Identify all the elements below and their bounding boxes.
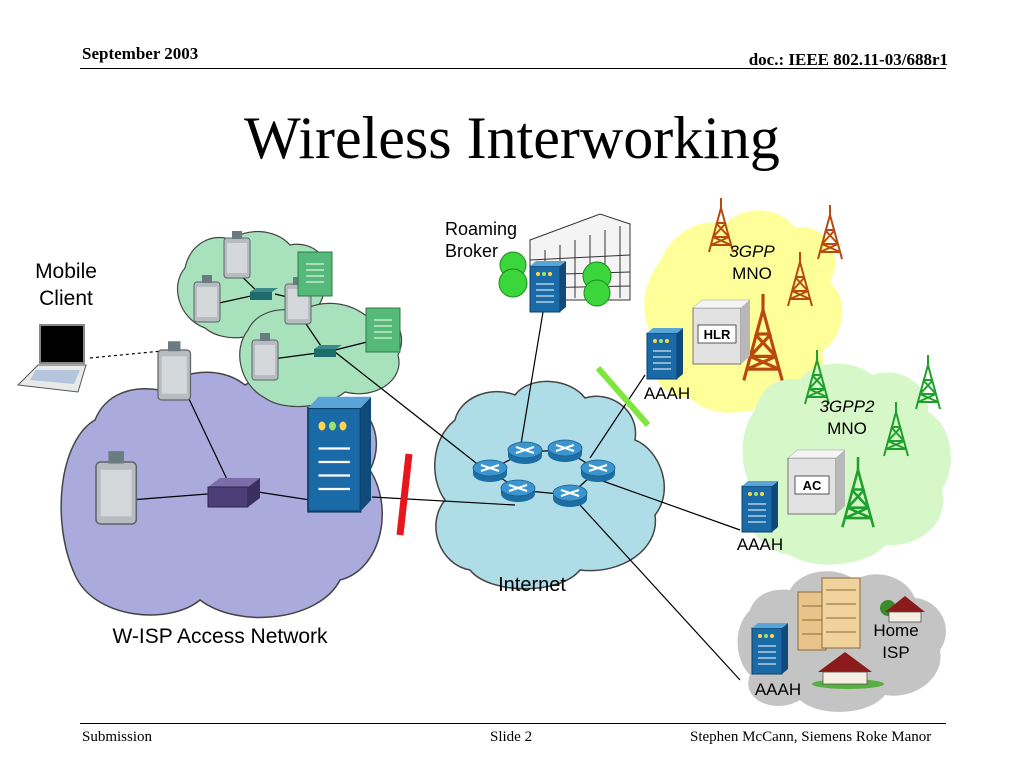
mno1-type-label: MNO [732,264,772,283]
access-point-icon [95,450,138,525]
wisp-label: W-ISP Access Network [112,625,328,648]
hotspot-server-icon [297,251,333,297]
footer-slide-number: Slide 2 [490,729,533,745]
hub-icon [250,288,278,300]
isp-aaah-label: AAAH [755,680,801,699]
roaming-broker-label-1: Roaming [445,219,517,239]
mobile-client-label-2: Client [39,287,93,310]
internet-label: Internet [498,574,566,596]
mno2-tech-label: 3GPP2 [820,397,875,416]
wisp-aaa-server-icon [306,395,373,513]
footer-submission: Submission [82,729,153,745]
mobile-client-label-1: Mobile [35,260,97,283]
router-icon [472,459,508,483]
house-icon [880,596,925,623]
mno1-tech-label: 3GPP [729,242,775,261]
hub-icon [314,345,342,357]
mno1-aaah-label: AAAH [644,384,690,403]
access-point-icon [157,340,192,401]
mno2-aaah-label: AAAH [737,535,783,554]
wisp-switch-icon [207,478,260,508]
cell-tower-icon [915,354,941,410]
slide-title: Wireless Interworking [244,105,780,171]
header-date: September 2003 [82,44,199,63]
mno1-aaah-server-icon [646,327,684,380]
access-point-icon [251,332,279,381]
isp-aaah-server-icon [751,622,789,675]
header-rule [80,68,946,69]
apartment-buildings-icon [797,577,861,651]
mno1-firewall-bar [595,366,651,427]
ac-server-icon [787,449,846,515]
roaming-broker-label-2: Broker [445,241,498,261]
router-icon [552,484,588,508]
house-icon [812,652,884,689]
router-icon [547,439,583,463]
mno2-type-label: MNO [827,419,867,438]
hotspot-server-icon [365,307,401,353]
roaming-broker-server-icon [529,260,567,313]
header-doc-id: doc.: IEEE 802.11-03/688r1 [748,50,948,69]
access-point-icon [223,230,251,279]
access-point-icon [193,274,221,323]
footer-author: Stephen McCann, Siemens Roke Manor [690,729,932,745]
router-icon [507,441,543,465]
hlr-label: HLR [704,327,731,342]
home-isp-label-2: ISP [882,643,909,662]
ac-label: AC [803,478,822,493]
router-icon [580,459,616,483]
home-isp-label-1: Home [873,621,918,640]
hlr-server-icon [692,299,751,365]
internet-cloud [434,380,665,590]
laptop-icon [16,324,87,393]
router-icon [500,479,536,503]
footer-rule [80,723,946,724]
mno2-aaah-server-icon [741,480,779,533]
wisp-firewall-bar [396,453,413,536]
